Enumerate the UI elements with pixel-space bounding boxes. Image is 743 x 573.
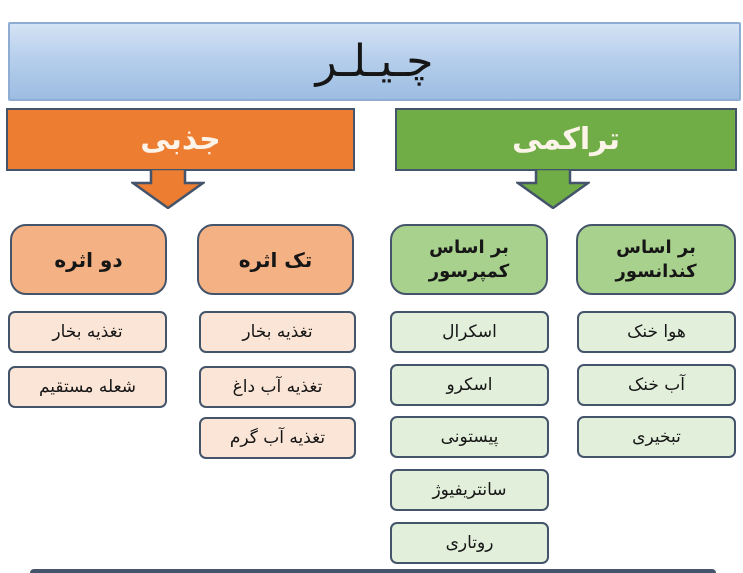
leaf-label: آب خنک — [628, 375, 685, 395]
leaf-piston: پیستونی — [390, 416, 549, 458]
cutoff-shape-edge — [30, 569, 716, 573]
node-double-effect-label: دو اثره — [54, 247, 123, 272]
leaf-hot-water-feed: تغذیه آب داغ — [199, 366, 356, 408]
node-by-compressor-line2: کمپرسور — [428, 260, 510, 282]
down-arrow-icon — [131, 169, 205, 209]
branch-compression-header: تراکمی — [395, 108, 737, 171]
leaf-rotary: روتاری — [390, 522, 549, 564]
leaf-label: تغذیه بخار — [242, 322, 313, 342]
leaf-label: سانتریفیوژ — [432, 480, 507, 500]
diagram-title-label: چـیـلـر — [315, 36, 434, 87]
leaf-label: پیستونی — [440, 427, 499, 447]
leaf-steam-feed: تغذیه بخار — [8, 311, 167, 353]
leaf-water-cooled: آب خنک — [577, 364, 736, 406]
leaf-label: تغذیه آب گرم — [229, 428, 326, 448]
node-by-condenser-line2: کندانسور — [615, 260, 697, 282]
branch-absorption-header: جذبی — [6, 108, 355, 171]
branch-compression-label: تراکمی — [511, 122, 621, 157]
leaf-label: روتاری — [445, 533, 494, 553]
leaf-scroll: اسکرال — [390, 311, 549, 353]
leaf-label: تغذیه بخار — [52, 322, 123, 342]
down-arrow-icon — [516, 169, 590, 209]
node-by-condenser-line1: بر اساس — [616, 237, 696, 259]
node-by-compressor-line1: بر اساس — [429, 237, 509, 259]
diagram-title: چـیـلـر — [8, 22, 741, 101]
node-single-effect: تک اثره — [197, 224, 354, 295]
leaf-label: هوا خنک — [627, 322, 686, 342]
leaf-warm-water-feed: تغذیه آب گرم — [199, 417, 356, 459]
leaf-label: شعله مستقیم — [38, 377, 137, 397]
leaf-label: اسکرو — [446, 375, 493, 395]
branch-absorption-label: جذبی — [140, 122, 221, 157]
node-by-compressor: بر اساس کمپرسور — [390, 224, 548, 295]
leaf-label: تغذیه آب داغ — [232, 377, 323, 397]
leaf-label: تبخیری — [632, 427, 681, 447]
leaf-air-cooled: هوا خنک — [577, 311, 736, 353]
leaf-screw: اسکرو — [390, 364, 549, 406]
leaf-evaporative: تبخیری — [577, 416, 736, 458]
leaf-steam-feed: تغذیه بخار — [199, 311, 356, 353]
node-double-effect: دو اثره — [10, 224, 167, 295]
leaf-label: اسکرال — [442, 322, 497, 342]
node-by-condenser: بر اساس کندانسور — [576, 224, 736, 295]
leaf-centrifugal: سانتریفیوژ — [390, 469, 549, 511]
node-single-effect-label: تک اثره — [238, 247, 313, 272]
leaf-direct-flame: شعله مستقیم — [8, 366, 167, 408]
